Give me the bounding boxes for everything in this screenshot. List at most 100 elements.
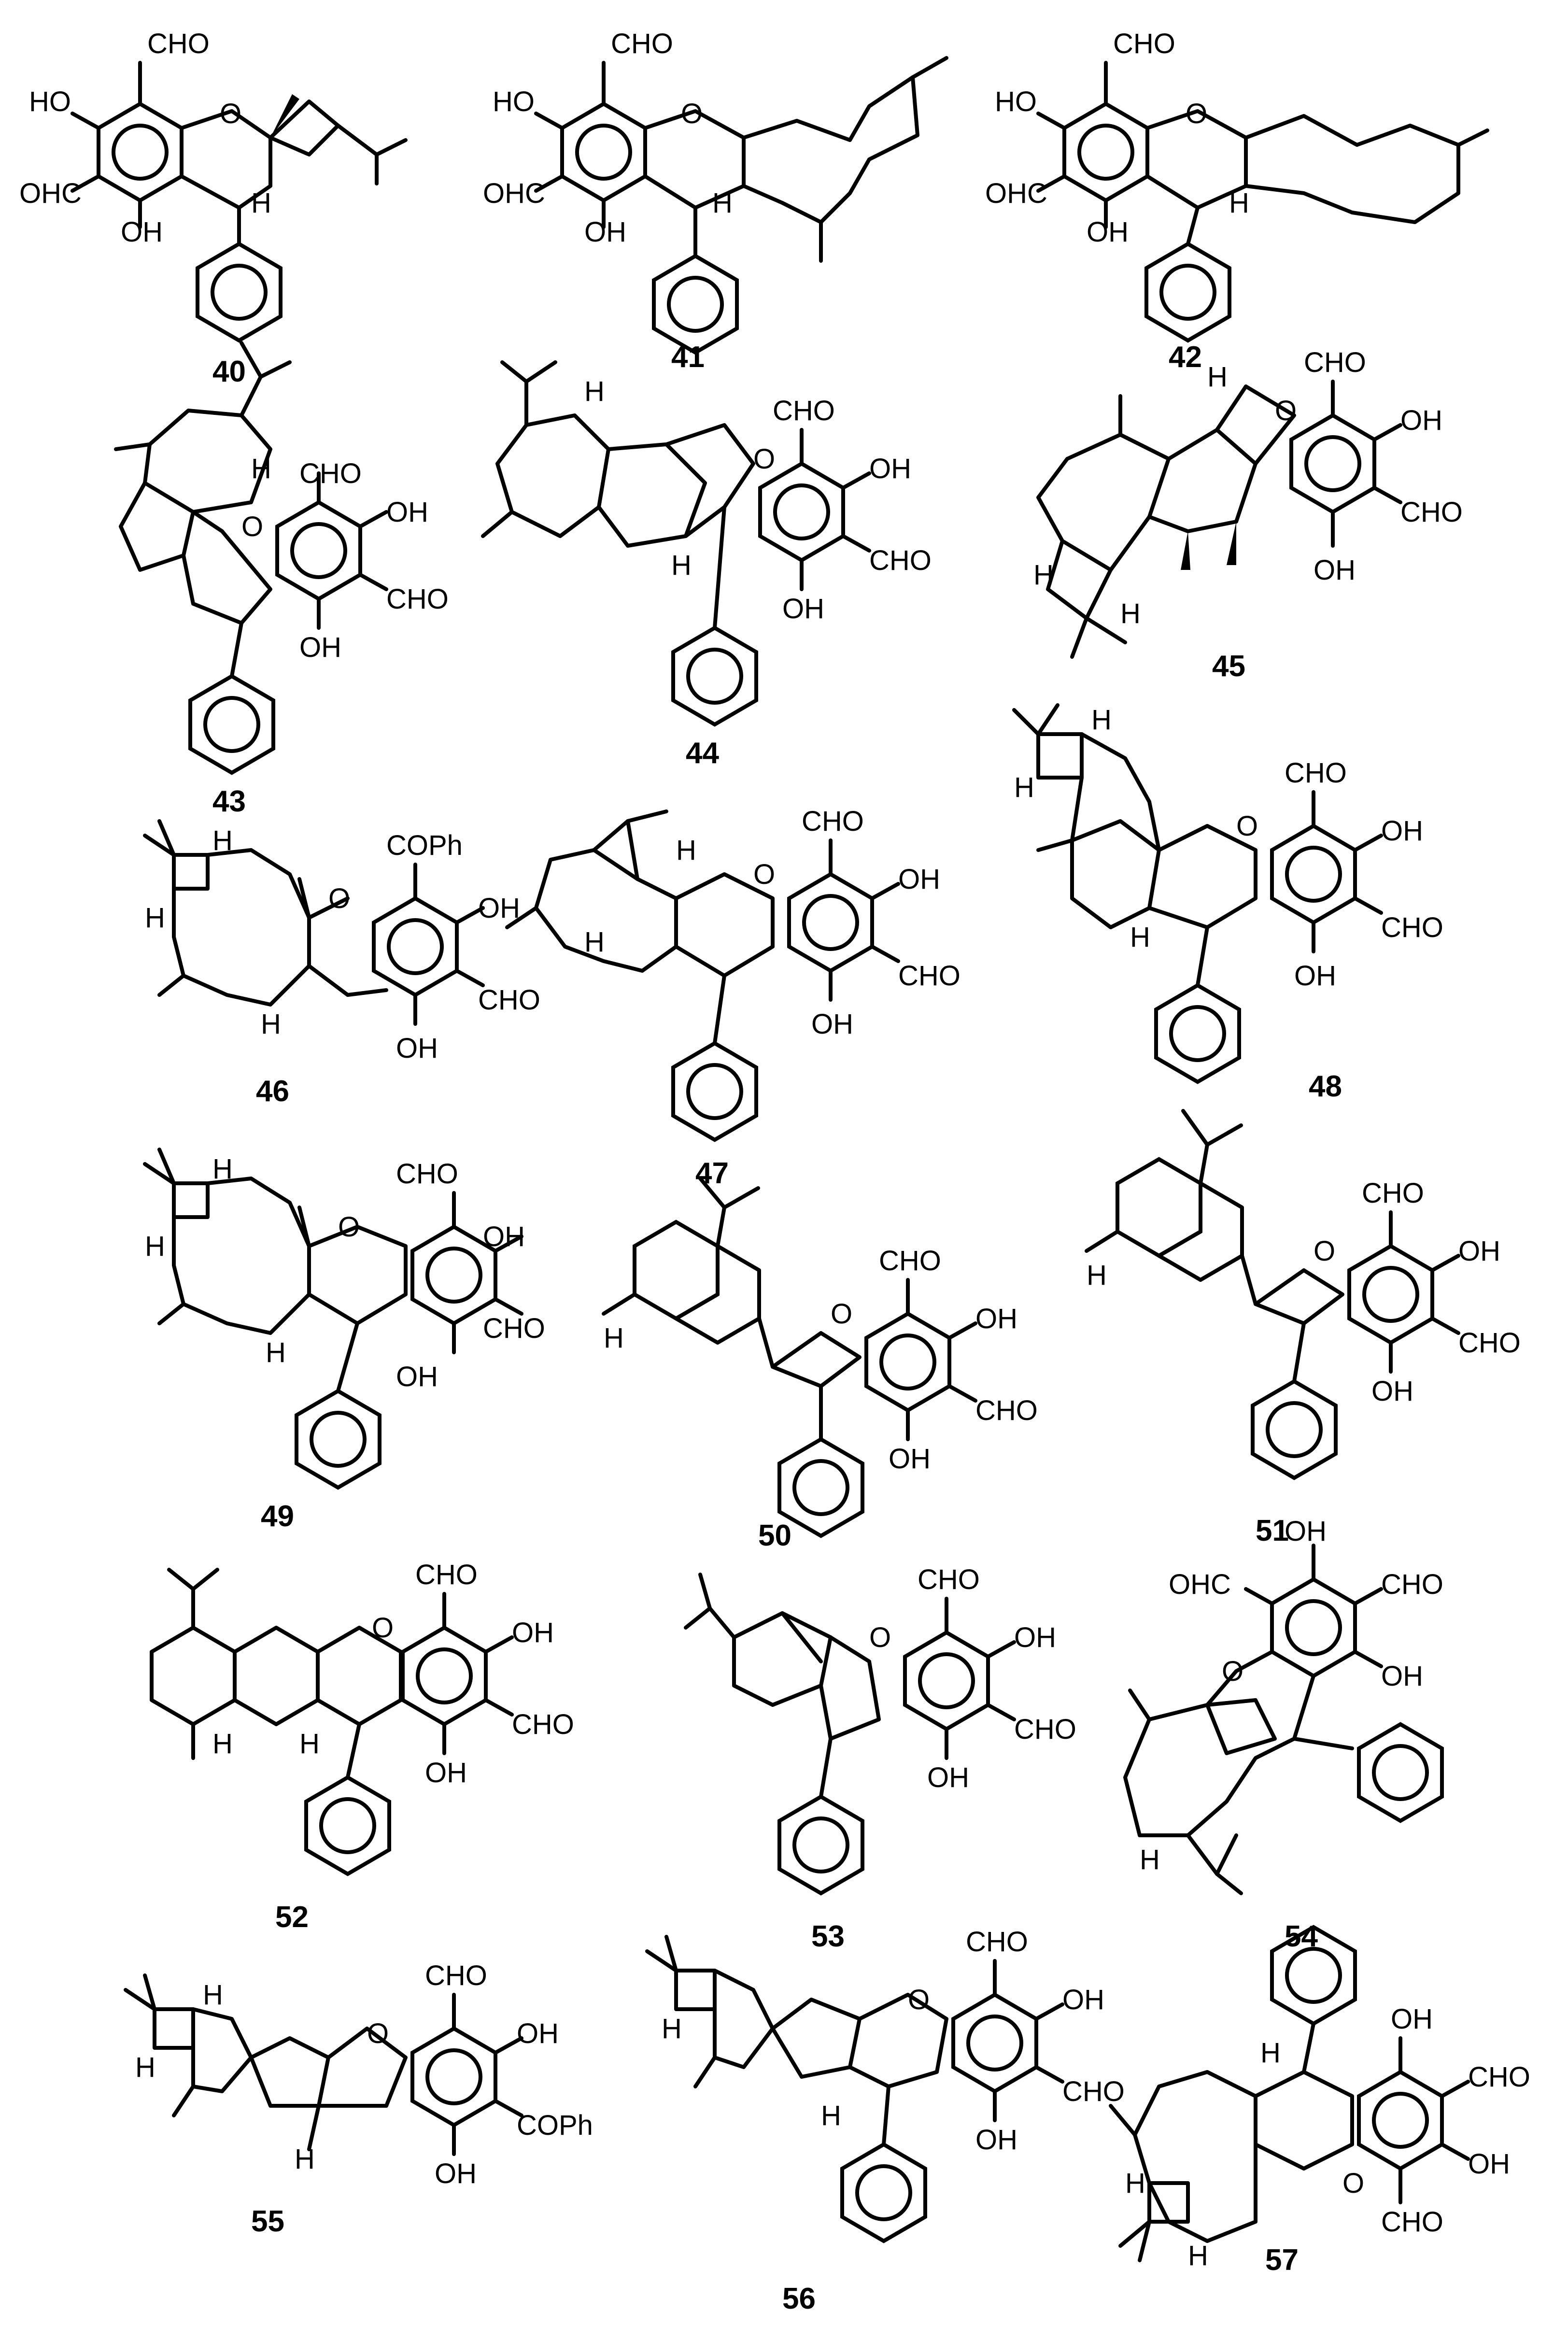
- structure-41: CHO HO OHC OH O H 41: [483, 28, 948, 374]
- label: CHO: [396, 1158, 458, 1190]
- compound-number: 50: [758, 1519, 791, 1552]
- structure-54: OH OHC CHO O OH H 54: [1123, 1516, 1444, 1953]
- label: HO: [29, 86, 71, 117]
- label: CHO: [879, 1245, 941, 1277]
- structure-44: H CHO OH O CHO OH H 44: [481, 360, 932, 770]
- label: CHO: [1062, 2076, 1125, 2107]
- label: OH: [121, 216, 163, 248]
- label: H: [203, 1979, 223, 2011]
- structure-46: H COPh OH O H CHO OH H 46: [143, 819, 540, 1108]
- label: OH: [898, 864, 940, 895]
- label: O: [1342, 2168, 1364, 2199]
- label: H: [712, 187, 733, 219]
- label: OH: [1371, 1376, 1413, 1407]
- label: H: [251, 453, 271, 484]
- label: COPh: [517, 2110, 593, 2141]
- label: CHO: [1113, 28, 1175, 59]
- structure-55: H CHO OH O H COPh H OH 55: [124, 1960, 593, 2238]
- compound-number: 56: [782, 2282, 816, 2315]
- label: OH: [1014, 1622, 1056, 1653]
- label: OH: [782, 593, 824, 624]
- label: H: [676, 835, 696, 866]
- compound-number: 44: [686, 737, 719, 770]
- label: OH: [1062, 1984, 1104, 2015]
- structure-40: CHO HO OHC OH O H 40: [19, 28, 408, 388]
- label: O: [753, 443, 775, 475]
- label: CHO: [898, 960, 961, 992]
- label: H: [1087, 1260, 1107, 1291]
- label: H: [145, 902, 165, 934]
- label: H: [1125, 2168, 1145, 2199]
- label: OH: [1087, 216, 1129, 248]
- compound-number: 47: [695, 1157, 729, 1190]
- structure-45: H CHO OH O CHO OH H H 45: [1033, 347, 1463, 683]
- label: OH: [1458, 1235, 1500, 1267]
- label: COPh: [386, 830, 463, 861]
- label: HO: [493, 86, 535, 117]
- compound-number: 43: [212, 785, 246, 818]
- label: O: [367, 2018, 389, 2049]
- label: CHO: [1304, 347, 1366, 378]
- compound-number: 45: [1212, 650, 1245, 683]
- structure-47: H CHO OH O H CHO OH 47: [505, 806, 961, 1190]
- label: CHO: [802, 806, 864, 837]
- structure-57: OH H CHO OH O H CHO H 57: [1109, 1925, 1530, 2277]
- label: CHO: [975, 1395, 1038, 1426]
- label: CHO: [299, 458, 362, 489]
- label: OH: [435, 2158, 477, 2189]
- label: OH: [478, 893, 520, 924]
- label: OH: [811, 1008, 853, 1040]
- label: CHO: [483, 1313, 545, 1344]
- label: H: [604, 1322, 624, 1354]
- phenyl-ring: [652, 254, 739, 355]
- label: OH: [396, 1033, 438, 1064]
- structure-49: H CHO OH O H CHO OH H 49: [143, 1148, 545, 1533]
- label: O: [753, 859, 775, 890]
- label: O: [1275, 395, 1297, 426]
- label: OH: [517, 2018, 559, 2049]
- label: CHO: [1381, 1569, 1443, 1600]
- label: O: [908, 1984, 930, 2015]
- label: H: [1207, 361, 1228, 393]
- compound-number: 51: [1256, 1514, 1289, 1547]
- label: OH: [1400, 405, 1442, 436]
- label: H: [299, 1728, 320, 1759]
- label: CHO: [1458, 1327, 1521, 1359]
- structure-42: CHO HO OHC OH O H 42: [985, 28, 1489, 374]
- label: H: [295, 2143, 315, 2175]
- label: OH: [1294, 960, 1336, 992]
- label: H: [584, 926, 605, 958]
- label: OH: [927, 1762, 969, 1793]
- label: H: [1188, 2240, 1208, 2271]
- structure-50: CHO OH O H CHO OH 50: [602, 1177, 1038, 1552]
- label: OH: [1468, 2148, 1510, 2180]
- label: OH: [584, 216, 626, 248]
- compound-number: 49: [261, 1500, 294, 1533]
- label: H: [266, 1337, 286, 1368]
- label: O: [328, 883, 350, 914]
- label: H: [1140, 1844, 1160, 1875]
- label: CHO: [386, 583, 449, 615]
- label: CHO: [147, 28, 210, 59]
- label: H: [1014, 772, 1034, 803]
- label: H: [1229, 187, 1249, 219]
- label: OH: [483, 1221, 525, 1252]
- label: O: [1222, 1656, 1243, 1687]
- structure-43: H CHO OH O CHO OH 43: [114, 341, 449, 818]
- label: H: [1033, 559, 1054, 591]
- label: O: [241, 511, 263, 542]
- label: O: [1186, 98, 1207, 129]
- compound-number: 40: [212, 355, 246, 388]
- label: O: [372, 1612, 394, 1644]
- label: O: [1314, 1235, 1335, 1267]
- label: H: [212, 825, 233, 856]
- compound-number: 53: [811, 1920, 845, 1953]
- label: OHC: [19, 178, 82, 209]
- label: CHO: [425, 1960, 487, 1991]
- label: H: [1091, 704, 1112, 736]
- label: OH: [1381, 1660, 1423, 1692]
- label: HO: [995, 86, 1037, 117]
- phenyl-ring: [1144, 241, 1231, 343]
- label: OH: [425, 1757, 467, 1788]
- label: H: [671, 550, 692, 581]
